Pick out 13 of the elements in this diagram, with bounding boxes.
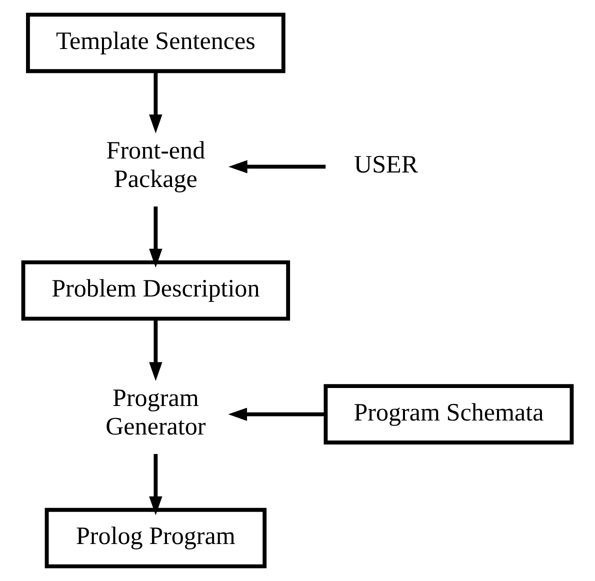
node-box: Prolog Program bbox=[44, 508, 267, 568]
node-box: Template Sentences bbox=[26, 12, 286, 74]
arrow bbox=[149, 454, 162, 516]
node-box: Program Schemata bbox=[324, 384, 574, 444]
node-text: Program Generator bbox=[106, 385, 206, 440]
arrow bbox=[228, 408, 326, 421]
arrow bbox=[228, 160, 326, 174]
arrow bbox=[149, 318, 162, 381]
node-text: USER bbox=[354, 152, 418, 179]
node-text: Front-end Package bbox=[106, 138, 206, 193]
arrow bbox=[149, 71, 162, 134]
arrow bbox=[149, 206, 162, 268]
node-box: Problem Description bbox=[21, 260, 290, 321]
